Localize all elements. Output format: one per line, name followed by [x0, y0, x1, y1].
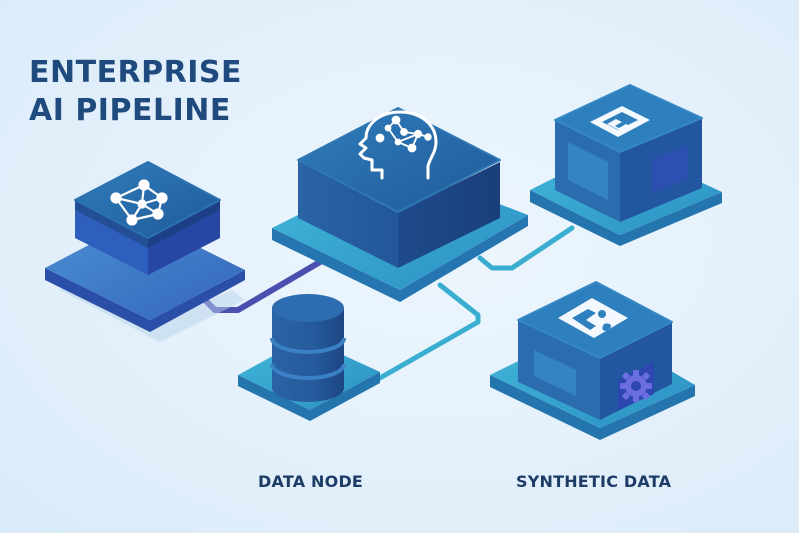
title-line-1: ENTERPRISE — [29, 55, 243, 90]
label-synthetic-data: SYNTHETIC DATA — [516, 472, 672, 491]
storage-node[interactable] — [530, 84, 722, 246]
brain-head-icon — [358, 110, 438, 180]
network-graph-icon — [110, 179, 168, 226]
gear-icon — [620, 370, 652, 402]
title-line-2: AI PIPELINE — [29, 93, 231, 128]
save-disk-icon — [590, 106, 650, 137]
network-node[interactable] — [45, 161, 245, 342]
database-icon — [270, 294, 346, 402]
connector-ai-to-data — [377, 282, 481, 381]
label-data-node: DATA NODE — [258, 472, 364, 491]
data-node[interactable] — [238, 294, 380, 421]
diagram-title: ENTERPRISE AI PIPELINE — [29, 54, 242, 130]
synthetic-data-node[interactable] — [490, 281, 695, 440]
connector-ai-to-storage — [477, 225, 575, 271]
ai-core-node[interactable] — [272, 107, 528, 302]
image-icon — [558, 298, 628, 338]
